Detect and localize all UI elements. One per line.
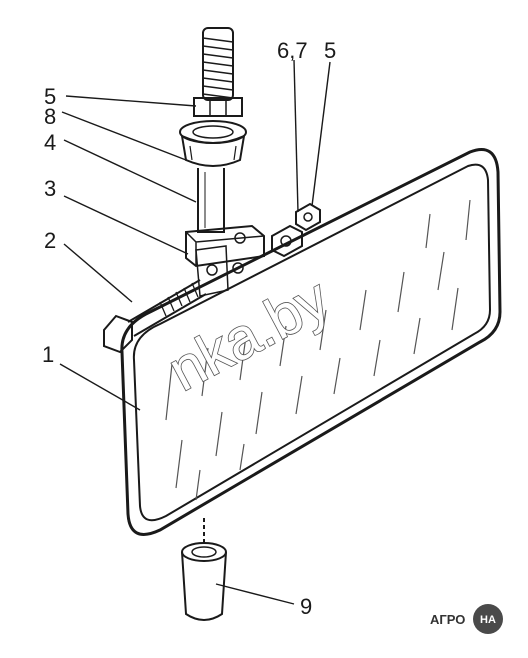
washer-collar xyxy=(179,120,247,167)
leader-lines xyxy=(59,59,331,605)
watermark-text: nka.by xyxy=(158,266,339,404)
mirror-body xyxy=(120,148,502,536)
glass-shading xyxy=(165,199,471,501)
callout-2: 2 xyxy=(44,228,56,253)
logo-prefix: АГРО xyxy=(430,612,465,627)
callout-6-7: 6,7 xyxy=(277,38,308,63)
rubber-sleeve xyxy=(181,518,227,621)
callout-3: 3 xyxy=(44,176,56,201)
mirror-stem xyxy=(197,168,225,233)
threaded-rod xyxy=(202,27,234,101)
callout-9: 9 xyxy=(300,594,312,619)
top-nut xyxy=(193,97,243,117)
brand-logo: АГРО НА xyxy=(430,604,503,634)
logo-badge-text: НА xyxy=(480,614,496,626)
logo-badge xyxy=(473,604,503,634)
callout-1: 1 xyxy=(42,342,54,367)
callout-5-top: 5 xyxy=(44,84,56,109)
callout-5-right: 5 xyxy=(324,38,336,63)
callout-4: 4 xyxy=(44,130,56,155)
callout-8: 8 xyxy=(44,104,56,129)
